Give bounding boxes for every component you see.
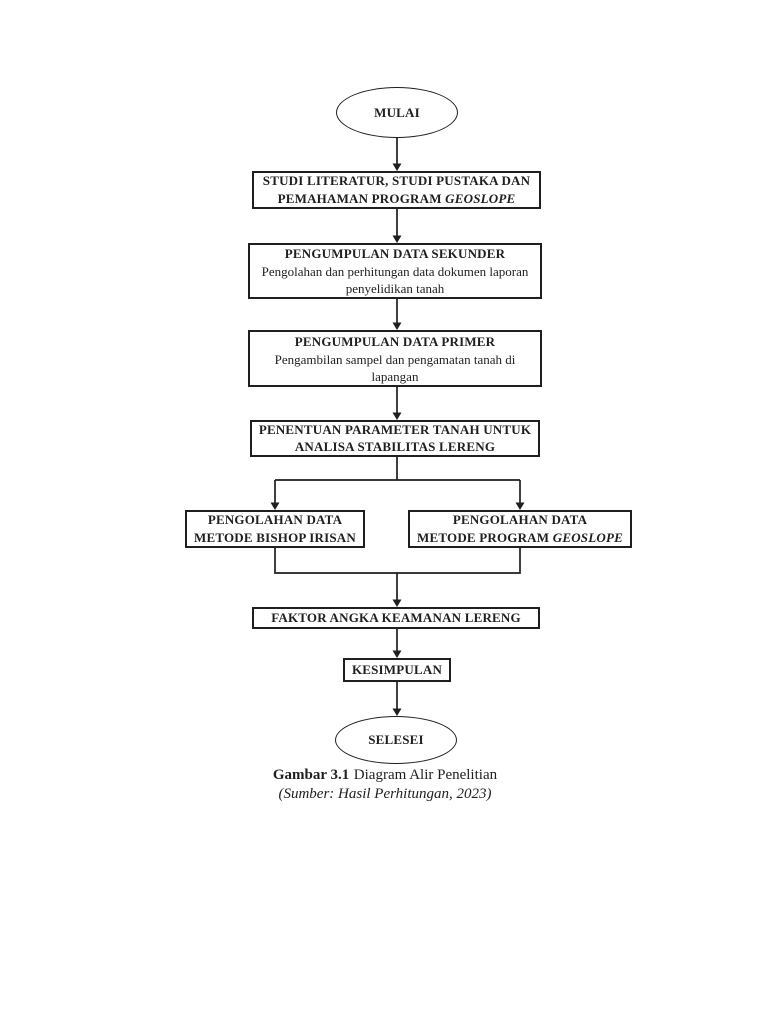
process-line: PENGOLAHAN DATA xyxy=(452,512,588,527)
process-pengumpulan-data-primer: PENGUMPULAN DATA PRIMER Pengambilan samp… xyxy=(248,330,542,387)
arrowhead-down-icon xyxy=(515,502,525,510)
arrowhead-down-icon xyxy=(392,412,402,420)
arrowhead-down-icon xyxy=(392,163,402,171)
connector-split-parameter-to-branches xyxy=(270,457,525,510)
connector-primer-to-parameter xyxy=(392,387,402,420)
arrowhead-down-icon xyxy=(392,599,402,607)
process-line: METODE BISHOP IRISAN xyxy=(194,530,356,545)
process-pengolahan-bishop-irisan: PENGOLAHAN DATA METODE BISHOP IRISAN xyxy=(185,510,365,548)
arrowhead-down-icon xyxy=(392,322,402,330)
figure-label: Gambar 3.1 xyxy=(272,767,350,783)
arrowhead-down-icon xyxy=(392,708,402,716)
terminal-selesei-label: SELESEI xyxy=(368,732,424,747)
terminal-mulai-label: MULAI xyxy=(374,104,420,120)
process-description: Pengolahan dan perhitungan data dokumen … xyxy=(261,264,529,296)
connector-sekunder-to-primer xyxy=(392,299,402,330)
process-line-text: PEMAHAMAN PROGRAM xyxy=(277,191,442,206)
process-line-text: METODE PROGRAM xyxy=(417,530,550,545)
process-line: PENENTUAN PARAMETER TANAH UNTUK xyxy=(258,422,532,437)
connector-kesimpulan-to-selesei xyxy=(392,682,402,716)
figure-title: Diagram Alir Penelitian xyxy=(353,767,498,783)
process-line: PENGOLAHAN DATA xyxy=(207,512,343,527)
figure-source: (Sumber: Hasil Perhitungan, 2023) xyxy=(278,786,492,802)
connector-literatur-to-sekunder xyxy=(392,209,402,243)
process-line: STUDI LITERATUR, STUDI PUSTAKA DAN xyxy=(262,173,531,188)
geoslope-word: GEOSLOPE xyxy=(445,191,516,206)
process-pengumpulan-data-sekunder: PENGUMPULAN DATA SEKUNDER Pengolahan dan… xyxy=(248,243,542,299)
process-penentuan-parameter: PENENTUAN PARAMETER TANAH UNTUK ANALISA … xyxy=(250,420,540,457)
arrowhead-down-icon xyxy=(392,650,402,658)
process-title: PENGUMPULAN DATA SEKUNDER xyxy=(284,246,506,261)
connector-merge-branches-to-faktor xyxy=(274,548,521,607)
process-kesimpulan: KESIMPULAN xyxy=(343,658,451,682)
process-title: FAKTOR ANGKA KEAMANAN LERENG xyxy=(271,610,521,625)
process-line: ANALISA STABILITAS LERENG xyxy=(294,438,496,454)
arrowhead-down-icon xyxy=(392,235,402,243)
process-faktor-keamanan-lereng: FAKTOR ANGKA KEAMANAN LERENG xyxy=(252,607,540,629)
process-studi-literatur: STUDI LITERATUR, STUDI PUSTAKA DAN PEMAH… xyxy=(252,171,541,209)
geoslope-word: GEOSLOPE xyxy=(552,530,623,545)
process-title: PENGUMPULAN DATA PRIMER xyxy=(294,333,496,349)
terminal-mulai: MULAI xyxy=(336,87,458,138)
terminal-selesei: SELESEI xyxy=(335,716,457,764)
process-title: KESIMPULAN xyxy=(351,662,443,677)
process-description: Pengambilan sampel dan pengamatan tanah … xyxy=(274,351,516,384)
connector-mulai-to-literatur xyxy=(392,138,402,171)
connector-faktor-to-kesimpulan xyxy=(392,629,402,658)
arrowhead-down-icon xyxy=(270,502,280,510)
